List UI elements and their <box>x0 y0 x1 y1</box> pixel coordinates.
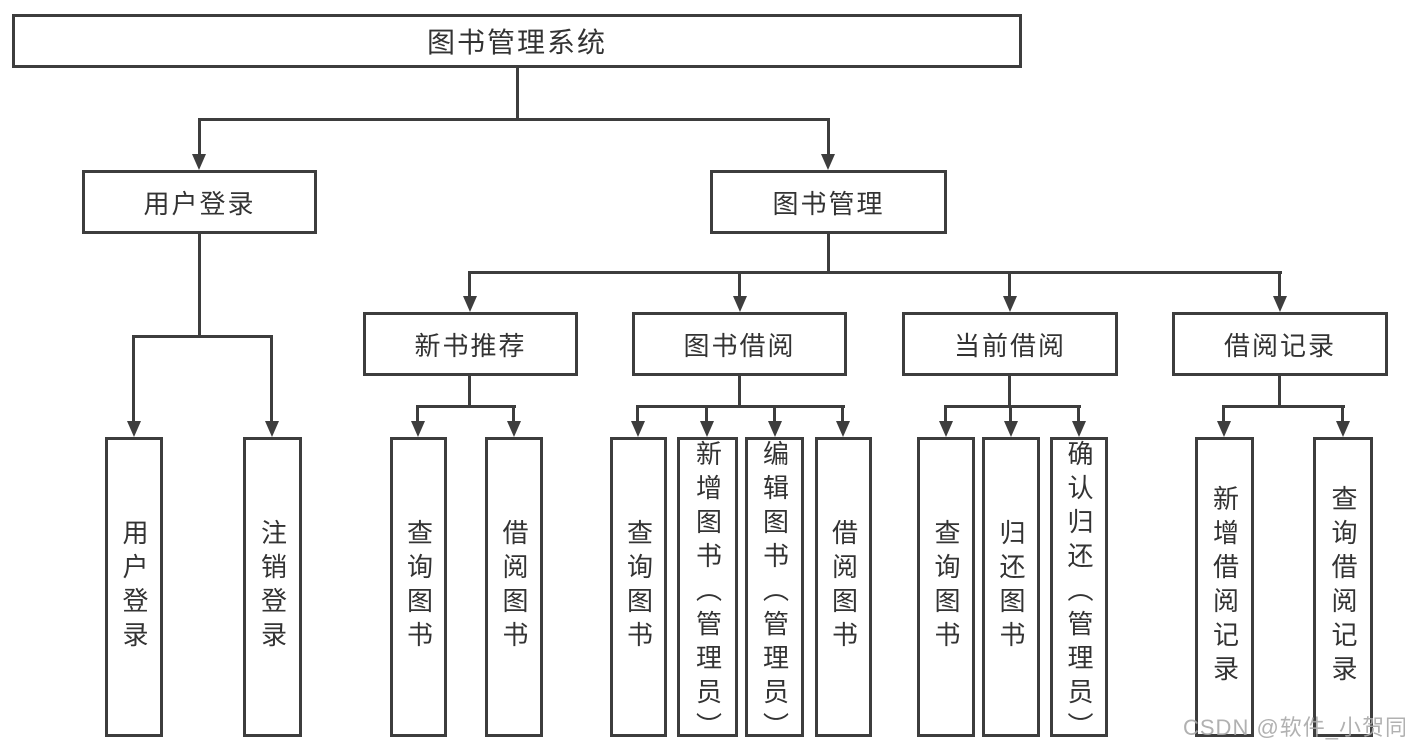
leaf-query-books-borrow: 查询图书 <box>610 437 667 737</box>
arrowhead-icon <box>1273 296 1287 312</box>
leaf-add-books-admin: 新增图书（管理员） <box>677 437 738 746</box>
leaf-confirm-return-admin: 确认归还（管理员） <box>1050 437 1108 746</box>
connector-line <box>198 118 830 121</box>
leaf-add-borrow-record: 新增借阅记录 <box>1195 437 1254 737</box>
connector-line <box>512 405 515 424</box>
node-library-system: 图书管理系统 <box>12 14 1022 68</box>
connector-line <box>1341 405 1344 424</box>
leaf-return-books: 归还图书 <box>982 437 1040 737</box>
node-current-borrow: 当前借阅 <box>902 312 1118 376</box>
connector-line <box>516 68 519 120</box>
node-book-management: 图书管理 <box>710 170 947 234</box>
leaf-borrow-books: 借阅图书 <box>815 437 872 737</box>
arrowhead-icon <box>192 154 206 170</box>
connector-line <box>468 376 471 407</box>
connector-line <box>132 335 135 423</box>
arrowhead-icon <box>939 421 953 437</box>
connector-line <box>738 271 741 298</box>
connector-line <box>705 405 708 424</box>
connector-line <box>270 335 273 423</box>
leaf-user-login: 用户登录 <box>105 437 163 737</box>
connector-line <box>198 234 201 337</box>
arrowhead-icon <box>836 421 850 437</box>
leaf-query-books-recommend: 查询图书 <box>390 437 447 737</box>
arrowhead-icon <box>507 421 521 437</box>
arrowhead-icon <box>411 421 425 437</box>
connector-line <box>636 405 845 408</box>
arrowhead-icon <box>463 296 477 312</box>
connector-line <box>1008 376 1011 407</box>
connector-line <box>1278 271 1281 298</box>
node-new-book-recommend: 新书推荐 <box>363 312 578 376</box>
arrowhead-icon <box>700 421 714 437</box>
connector-line <box>132 335 273 338</box>
connector-line <box>417 405 516 408</box>
connector-line <box>1008 271 1011 298</box>
arrowhead-icon <box>1217 421 1231 437</box>
arrowhead-icon <box>1072 421 1086 437</box>
connector-line <box>827 234 830 274</box>
arrowhead-icon <box>1003 296 1017 312</box>
connector-line <box>773 405 776 424</box>
connector-line <box>1278 376 1281 407</box>
connector-line <box>1222 405 1225 424</box>
connector-line <box>1222 405 1345 408</box>
csdn-watermark: CSDN @软件_小贺同学 <box>1183 715 1405 740</box>
leaf-query-books-current: 查询图书 <box>917 437 975 737</box>
leaf-borrow-books-recommend: 借阅图书 <box>485 437 543 737</box>
connector-line <box>198 118 201 158</box>
arrowhead-icon <box>1336 421 1350 437</box>
connector-line <box>738 376 741 407</box>
connector-line <box>468 271 471 298</box>
connector-line <box>1077 405 1080 424</box>
connector-line <box>469 271 1282 274</box>
connector-line <box>636 405 639 424</box>
arrowhead-icon <box>821 154 835 170</box>
node-book-borrow: 图书借阅 <box>632 312 847 376</box>
connector-line <box>944 405 947 424</box>
arrowhead-icon <box>265 421 279 437</box>
arrowhead-icon <box>631 421 645 437</box>
arrowhead-icon <box>127 421 141 437</box>
connector-line <box>841 405 844 424</box>
arrowhead-icon <box>1004 421 1018 437</box>
arrowhead-icon <box>768 421 782 437</box>
leaf-logout: 注销登录 <box>243 437 302 737</box>
leaf-query-borrow-record: 查询借阅记录 <box>1313 437 1373 737</box>
connector-line <box>1009 405 1012 424</box>
connector-line <box>416 405 419 424</box>
node-user-login: 用户登录 <box>82 170 317 234</box>
arrowhead-icon <box>733 296 747 312</box>
connector-line <box>944 405 1081 408</box>
leaf-edit-books-admin: 编辑图书（管理员） <box>745 437 804 746</box>
node-borrow-records: 借阅记录 <box>1172 312 1388 376</box>
connector-line <box>827 118 830 158</box>
